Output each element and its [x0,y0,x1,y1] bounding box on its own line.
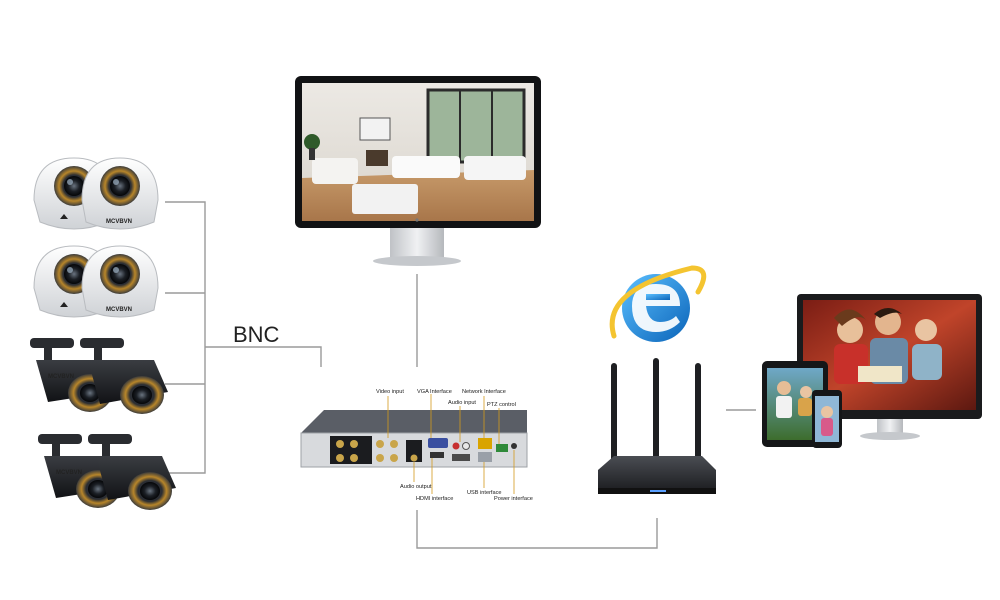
dome-camera-group-1: MCVBVN [33,157,159,230]
connection-wires [165,201,756,549]
bullet-camera [80,338,168,414]
wifi-router [598,358,716,494]
monitor [295,76,541,266]
bullet-camera-group-2: MCVBVN [38,434,176,510]
bnc-ports [336,440,398,462]
dome-camera-group-2: MCVBVN [33,245,159,318]
dvr-port-labels: Video input VGA Interface Network Interf… [376,389,533,502]
phone-screen-image [815,396,839,442]
label-network-interface: Network Interface [462,389,506,395]
bnc-label: BNC [233,322,280,347]
bullet-camera-group-1: MCVBVN [30,338,168,414]
dvr-callout-lines [387,394,515,494]
label-audio-output: Audio output [400,484,432,490]
brand-logo-icon [60,302,68,307]
internet-explorer-icon [609,265,707,342]
bullet-camera [88,434,176,510]
label-audio-input: Audio input [448,400,476,406]
desktop-monitor [797,294,982,440]
camera-brand: MCVBVN [106,307,132,313]
brand-logo-icon [60,214,68,219]
label-vga-interface: VGA Interface [417,389,452,395]
smartphone [812,390,842,448]
label-video-input: Video input [376,389,404,395]
family-photo-image [803,300,976,410]
dome-camera: MCVBVN [81,157,159,230]
label-power-interface: Power interface [494,496,533,502]
camera-brand: MCVBVN [56,470,82,476]
label-ptz-control: PTZ control [487,402,516,408]
label-usb-interface: USB interface [467,490,502,496]
dvr-recorder [300,410,528,468]
camera-brand: MCVBVN [106,219,132,225]
camera-brand: MCVBVN [48,374,74,380]
dome-camera: MCVBVN [81,245,159,318]
monitor-screen-living-room-image [302,83,534,221]
label-hdmi-interface: HDMI interface [416,496,453,502]
